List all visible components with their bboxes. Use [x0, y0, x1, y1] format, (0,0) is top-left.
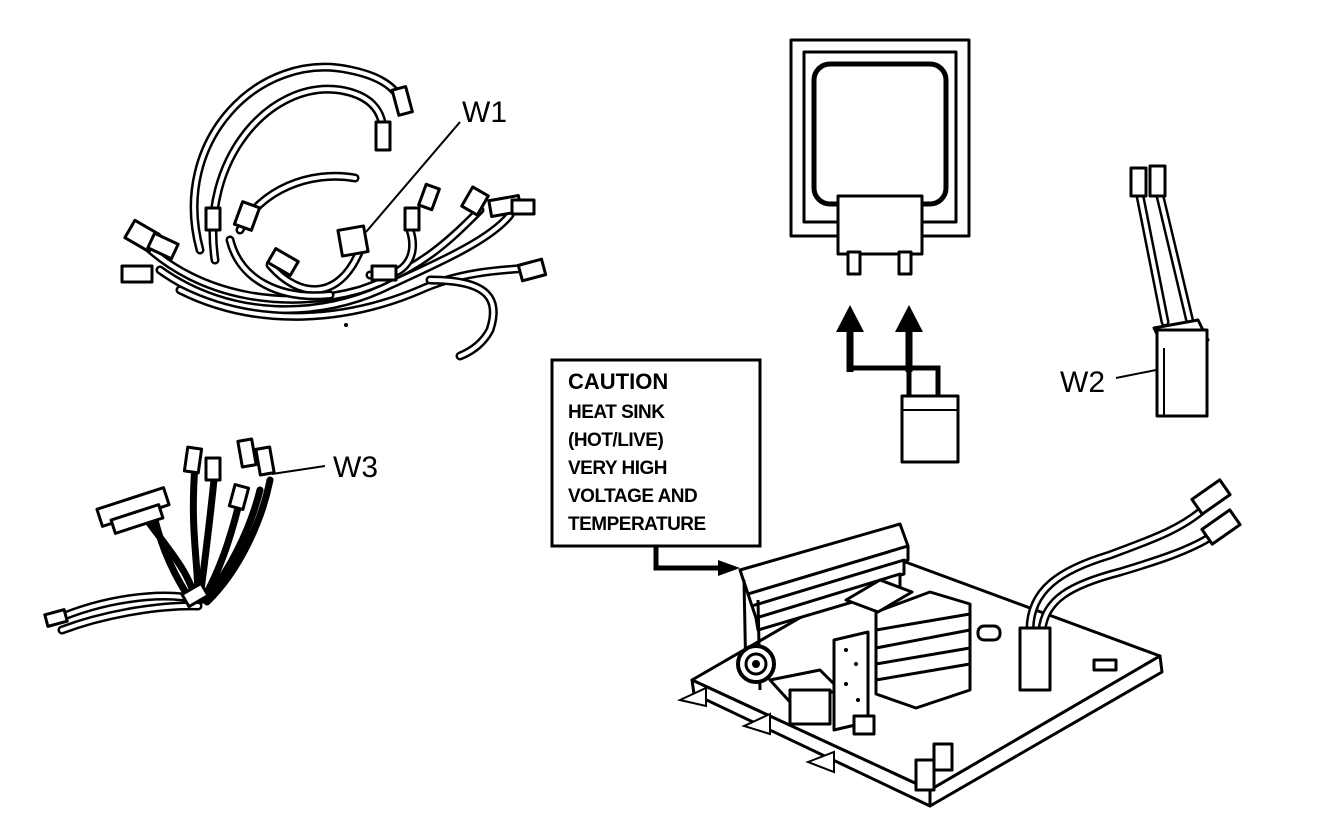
caution-title: CAUTION [568, 369, 668, 394]
caution-box: CAUTION HEAT SINK (HOT/LIVE) VERY HIGH V… [550, 358, 762, 548]
label-w1: W1 [462, 96, 507, 129]
transformer-part [789, 38, 971, 276]
leader-line-w1 [365, 121, 461, 233]
connection-arrows [836, 305, 960, 464]
caution-line-3: VERY HIGH [568, 458, 667, 479]
caution-line-4: VOLTAGE AND [568, 486, 697, 507]
label-w2: W2 [1060, 366, 1105, 399]
caution-arrow [653, 546, 740, 576]
inverter-board [676, 478, 1242, 808]
label-w3: W3 [333, 451, 378, 484]
caution-line-2: (HOT/LIVE) [568, 430, 663, 451]
leader-line-w2 [1115, 369, 1157, 379]
leader-line-w3 [271, 465, 326, 475]
caution-line-5: TEMPERATURE [568, 514, 706, 535]
caution-line-1: HEAT SINK [568, 402, 665, 423]
wire-harness-w3 [43, 437, 276, 635]
wire-harness-w1 [120, 62, 548, 361]
plug-w2 [1129, 164, 1210, 418]
